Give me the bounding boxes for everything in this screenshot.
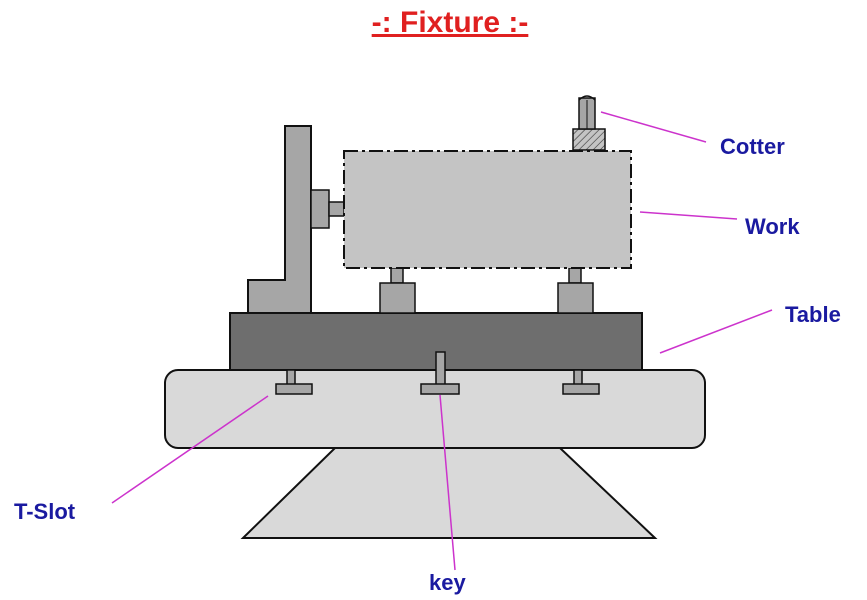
- label-work: Work: [745, 214, 800, 239]
- t-slot-bolt-left: [275, 369, 313, 395]
- leader-table: [659, 309, 773, 354]
- label-t-slot: T-Slot: [14, 499, 76, 524]
- cotter-pin: [578, 95, 596, 130]
- cotter-clamp-block: [572, 128, 606, 151]
- work-piece: [343, 150, 632, 269]
- label-key: key: [429, 570, 466, 595]
- machine-table-body: [164, 369, 706, 449]
- diagram-title: -: Fixture :-: [372, 6, 529, 39]
- angle-plate: [247, 125, 312, 314]
- label-table: Table: [785, 302, 841, 327]
- leader-cotter: [600, 111, 707, 143]
- locator: [310, 189, 345, 229]
- key-bolt: [420, 351, 460, 395]
- leader-work: [639, 211, 738, 220]
- leader-t-slot: [111, 395, 269, 504]
- t-slot-bolt-right: [562, 369, 600, 395]
- support-left: [379, 267, 416, 314]
- label-cotter: Cotter: [720, 134, 785, 159]
- leader-key: [439, 394, 456, 571]
- support-right: [557, 267, 594, 314]
